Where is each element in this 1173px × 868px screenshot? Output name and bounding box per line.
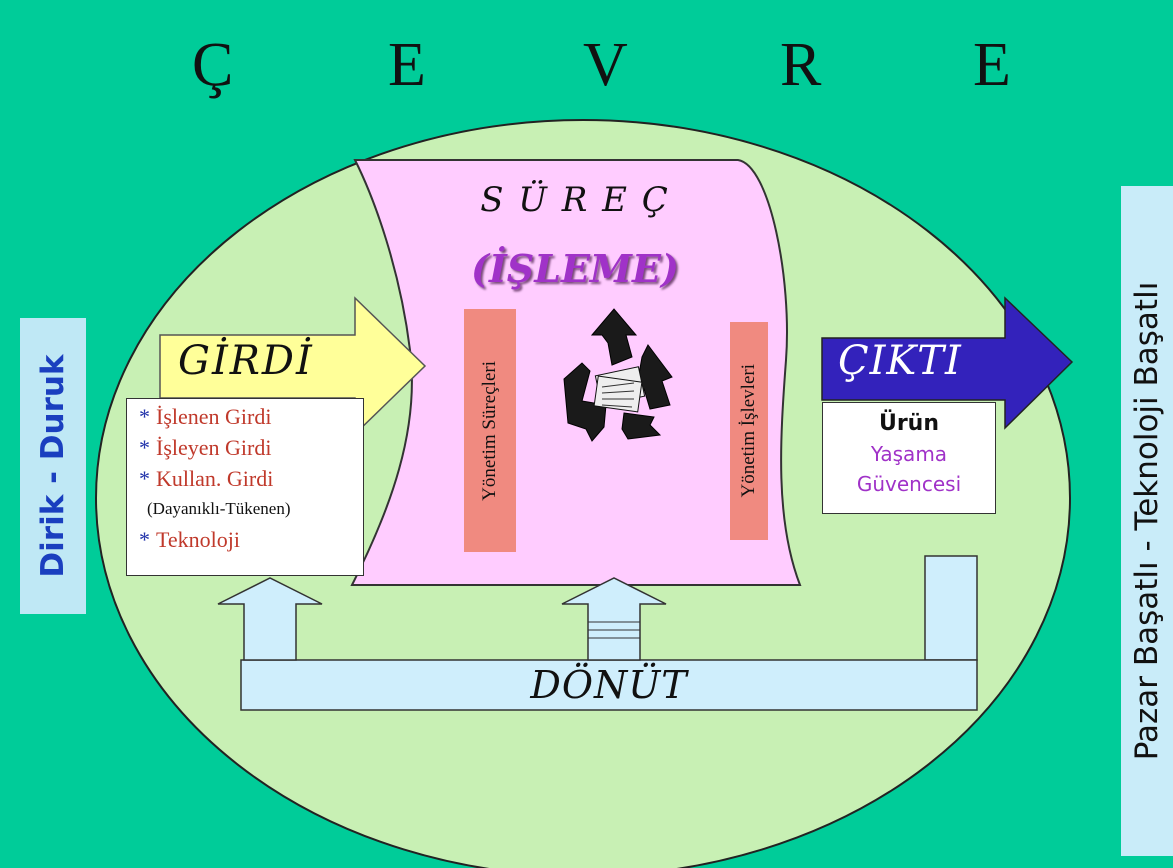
process-subtitle: (İŞLEME)	[471, 246, 679, 291]
management-functions-bar: Yönetim İşlevleri	[730, 322, 768, 540]
left-side-label-text: Dirik - Duruk	[35, 354, 71, 578]
feedback-arrow-process	[561, 577, 667, 661]
input-item-text: İşlenen Girdi	[156, 404, 272, 429]
output-arrow	[821, 296, 1074, 430]
input-item: *İşleyen Girdi	[139, 432, 363, 463]
input-label: GİRDİ	[178, 338, 314, 384]
feedback-arrow-input	[217, 577, 323, 661]
bullet: *	[139, 404, 150, 429]
input-item-text: İşleyen Girdi	[156, 435, 272, 460]
management-functions-text: Yönetim İşlevleri	[738, 364, 759, 498]
output-label: ÇIKTI	[838, 338, 962, 384]
left-side-label: Dirik - Duruk	[20, 318, 86, 614]
feedback-riser	[924, 555, 978, 661]
bullet: *	[139, 527, 150, 552]
input-note: (Dayanıklı-Tükenen)	[147, 499, 291, 518]
bullet: *	[139, 435, 150, 460]
environment-letter-2: E	[388, 31, 426, 99]
output-line-1: Yaşama	[870, 442, 948, 466]
environment-letter-4: R	[780, 31, 822, 99]
input-item: *İşlenen Girdi	[139, 401, 363, 432]
recycle-icon	[563, 308, 673, 442]
input-item-text: Kullan. Girdi	[156, 466, 274, 491]
environment-letter-5: E	[973, 31, 1011, 99]
right-side-label-text: Pazar Başatlı - Teknoloji Başatlı	[1129, 281, 1165, 761]
environment-letter-1: Ç	[192, 31, 234, 99]
output-title: Ürün	[878, 411, 940, 436]
feedback-bar	[240, 659, 978, 711]
management-processes-text: Yönetim Süreçleri	[479, 360, 500, 501]
process-title: S Ü R E Ç	[480, 180, 670, 220]
management-processes-bar: Yönetim Süreçleri	[464, 309, 516, 552]
output-line-2: Güvencesi	[856, 472, 962, 496]
input-item: *Teknoloji	[139, 524, 363, 555]
feedback-label: DÖNÜT	[530, 663, 688, 707]
input-item: *Kullan. Girdi	[139, 463, 363, 494]
input-item-text: Teknoloji	[156, 527, 241, 552]
environment-letter-3: V	[583, 31, 628, 99]
output-box: Ürün Yaşama Güvencesi	[822, 402, 996, 514]
right-side-label: Pazar Başatlı - Teknoloji Başatlı	[1121, 186, 1173, 856]
bullet: *	[139, 466, 150, 491]
input-list: *İşlenen Girdi *İşleyen Girdi *Kullan. G…	[126, 398, 364, 576]
